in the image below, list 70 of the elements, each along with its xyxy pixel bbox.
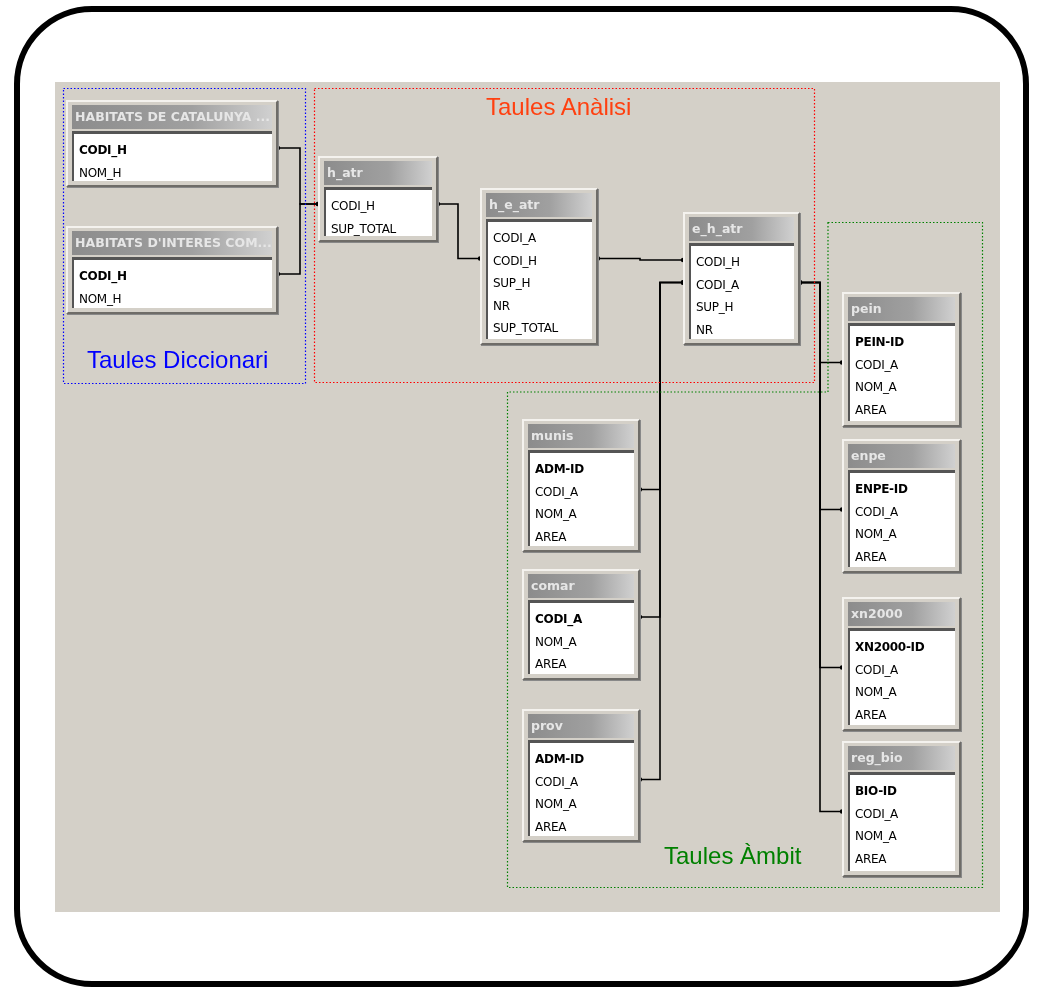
- table-title: reg_bio: [848, 746, 955, 770]
- table-title: h_atr: [324, 161, 432, 185]
- field-name: CODI_H: [493, 252, 537, 269]
- field-name: CODI_A: [535, 773, 578, 790]
- group-heading: Taules Anàlisi: [486, 93, 632, 121]
- table-card: [66, 226, 278, 314]
- table-title: xn2000: [848, 602, 955, 626]
- table-card: [522, 569, 640, 680]
- table-card: [480, 188, 598, 345]
- table-title: prov: [528, 714, 634, 738]
- field-name: NOM_A: [855, 379, 897, 395]
- table-title: enpe: [848, 444, 955, 468]
- field-name: NR: [493, 297, 510, 314]
- group-frame: [314, 88, 815, 383]
- field-name: CODI_H: [696, 254, 740, 270]
- field-name: AREA: [855, 401, 887, 418]
- field-name: NR: [696, 321, 713, 338]
- field-name: CODI_H: [331, 198, 375, 214]
- field-name: ENPE-ID: [855, 481, 908, 497]
- field-name: CODI_A: [855, 661, 898, 678]
- field-name: AREA: [535, 656, 567, 672]
- field-name: CODI_A: [696, 276, 739, 293]
- field-name: AREA: [855, 548, 887, 565]
- field-name: SUP_H: [696, 299, 734, 315]
- table-card: [522, 709, 640, 842]
- table-card: [842, 439, 961, 573]
- table-card: [842, 292, 961, 427]
- field-name: ADM-ID: [535, 461, 584, 477]
- table-title: h_e_atr: [486, 193, 592, 217]
- field-name: NOM_A: [855, 526, 897, 542]
- field-name: CODI_A: [855, 805, 898, 822]
- field-name: CODI_A: [535, 611, 582, 627]
- field-name: CODI_A: [493, 230, 536, 246]
- field-name: ADM-ID: [535, 751, 584, 767]
- table-title: comar: [528, 574, 634, 598]
- field-name: NOM_A: [535, 506, 577, 522]
- field-name: SUP_H: [493, 275, 531, 291]
- field-name: NOM_A: [535, 633, 577, 650]
- field-name: SUP_TOTAL: [331, 220, 396, 237]
- field-name: CODI_H: [79, 268, 127, 284]
- field-name: BIO-ID: [855, 783, 897, 799]
- field-name: NOM_A: [855, 828, 897, 844]
- field-name: CODI_A: [535, 483, 578, 500]
- field-name: AREA: [535, 528, 567, 545]
- field-name: SUP_TOTAL: [493, 320, 558, 336]
- table-title: munis: [528, 424, 634, 448]
- table-title: e_h_atr: [689, 217, 794, 241]
- table-title: HABITATS DE CATALUNYA ...: [72, 105, 272, 129]
- field-name: XN2000-ID: [855, 639, 925, 655]
- field-name: CODI_A: [855, 503, 898, 520]
- field-name: NOM_A: [535, 796, 577, 812]
- table-card: [842, 597, 961, 731]
- field-name: PEIN-ID: [855, 334, 904, 350]
- field-name: NOM_H: [79, 164, 122, 181]
- table-card: [66, 100, 278, 187]
- field-name: CODI_A: [855, 356, 898, 373]
- field-name: NOM_H: [79, 290, 122, 307]
- field-name: CODI_H: [79, 142, 127, 158]
- table-card: [683, 212, 800, 345]
- table-card: [318, 156, 438, 242]
- field-name: AREA: [855, 850, 887, 867]
- field-name: AREA: [535, 818, 567, 835]
- field-name: AREA: [855, 706, 887, 723]
- table-card: [522, 419, 640, 552]
- field-name: NOM_A: [855, 684, 897, 700]
- table-title: pein: [848, 297, 955, 321]
- group-frame: [63, 88, 306, 384]
- group-heading: Taules Àmbit: [664, 842, 802, 870]
- group-heading: Taules Diccionari: [87, 346, 269, 374]
- table-card: [842, 741, 961, 877]
